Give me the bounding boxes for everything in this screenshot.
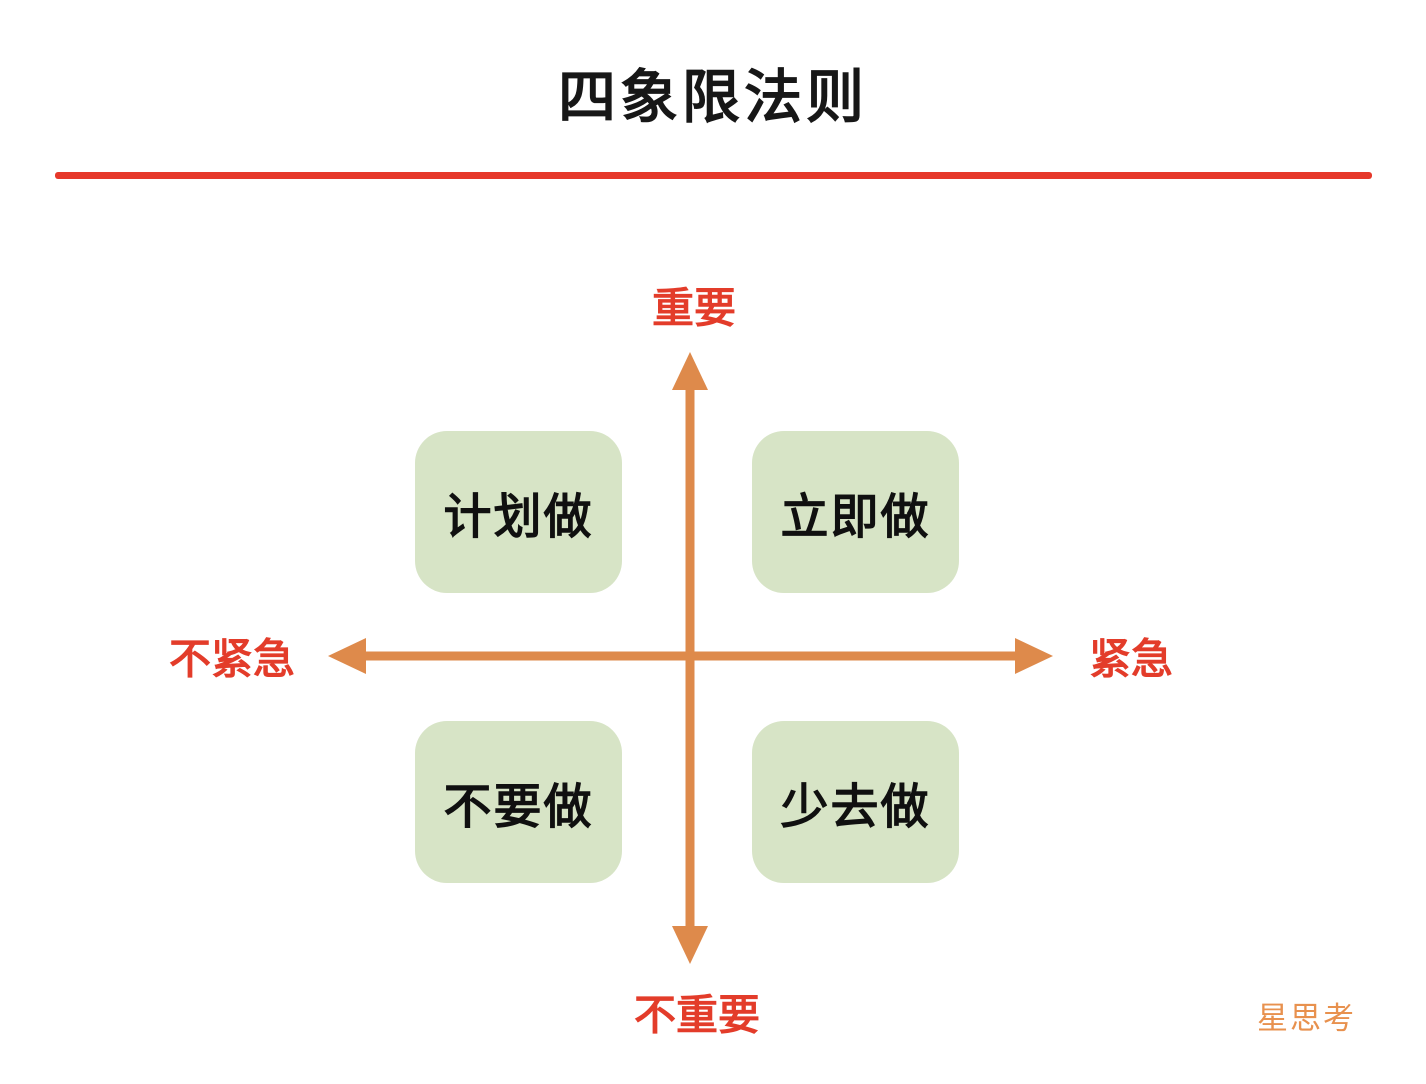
axis-label-not-important: 不重要 bbox=[633, 991, 761, 1039]
quadrant-box-do-less: 少去做 bbox=[752, 721, 959, 883]
watermark-brand: 星思考 bbox=[1257, 1001, 1356, 1036]
quadrant-box-do-immediately: 立即做 bbox=[752, 431, 959, 593]
arrowhead-right-icon bbox=[1015, 638, 1053, 674]
axis-label-not-urgent: 不紧急 bbox=[168, 635, 296, 683]
quadrant-box-plan-to-do: 计划做 bbox=[415, 431, 622, 593]
arrowhead-left-icon bbox=[328, 638, 366, 674]
arrowhead-up-icon bbox=[672, 352, 708, 390]
title-divider-line bbox=[55, 172, 1372, 179]
axis-label-urgent: 紧急 bbox=[1088, 635, 1174, 683]
axis-label-important: 重要 bbox=[651, 284, 737, 332]
arrowhead-down-icon bbox=[672, 926, 708, 964]
quadrant-box-do-not-do: 不要做 bbox=[415, 721, 622, 883]
page-title: 四象限法则 bbox=[557, 65, 868, 130]
